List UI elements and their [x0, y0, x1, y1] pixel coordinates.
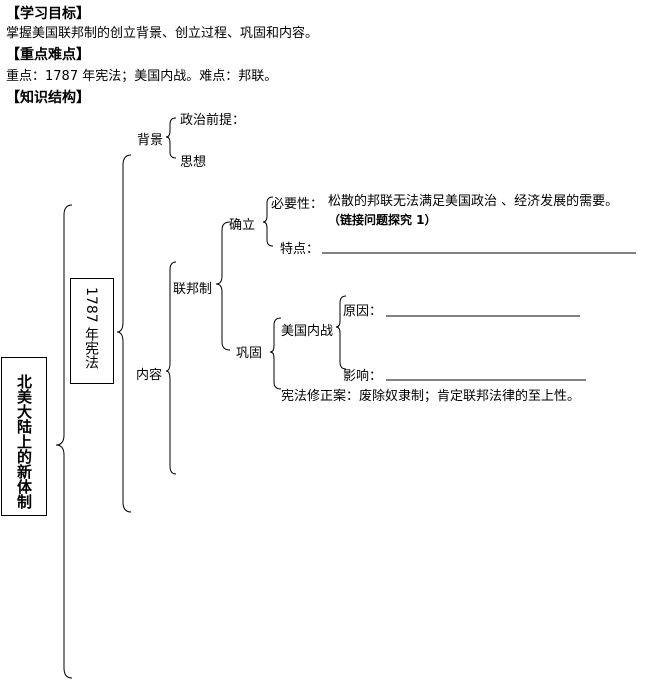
necessity-text: 松散的邦联无法满足美国政治 、经济发展的需要。: [328, 194, 619, 209]
establish-bracket: [262, 196, 274, 247]
link-note: （链接问题探究 1）: [328, 213, 437, 227]
keypoint-title: 【重点难点】: [6, 47, 90, 63]
constitution-box: 1787 年宪法: [70, 278, 114, 384]
thought-label: 思想: [180, 155, 207, 170]
objective-title: 【学习目标】: [6, 6, 90, 22]
amendment-text: 宪法修正案：废除奴隶制；肯定联邦法律的至上性。: [281, 389, 581, 404]
background-label: 背景: [137, 133, 164, 148]
impact-label: 影响：: [343, 369, 383, 384]
civil-war-bracket: [335, 295, 347, 370]
necessity-label: 必要性：: [271, 197, 324, 212]
political-premise-label: 政治前提：: [180, 113, 246, 128]
main-bracket: [55, 204, 73, 679]
structure-title: 【知识结构】: [6, 90, 90, 106]
constitution-bracket: [116, 154, 132, 513]
background-bracket: [165, 117, 177, 159]
federal-label: 联邦制: [173, 282, 213, 297]
civil-war-label: 美国内战: [281, 324, 334, 339]
constitution-label: 1787 年宪法: [83, 287, 99, 370]
content-bracket: [165, 261, 177, 475]
content-label: 内容: [136, 368, 163, 383]
main-title: 北美大陆上的新体制: [15, 374, 33, 509]
cause-label: 原因：: [343, 304, 383, 319]
consolidate-bracket: [269, 317, 282, 390]
federal-bracket: [215, 221, 231, 351]
feature-label: 特点：: [280, 242, 320, 257]
establish-label: 确立: [229, 218, 256, 233]
main-title-box: 北美大陆上的新体制: [1, 357, 47, 516]
consolidate-label: 巩固: [236, 346, 263, 361]
keypoint-text: 重点：1787 年宪法；美国内战。难点：邦联。: [6, 69, 278, 84]
objective-text: 掌握美国联邦制的创立背景、创立过程、巩固和内容。: [6, 26, 319, 41]
